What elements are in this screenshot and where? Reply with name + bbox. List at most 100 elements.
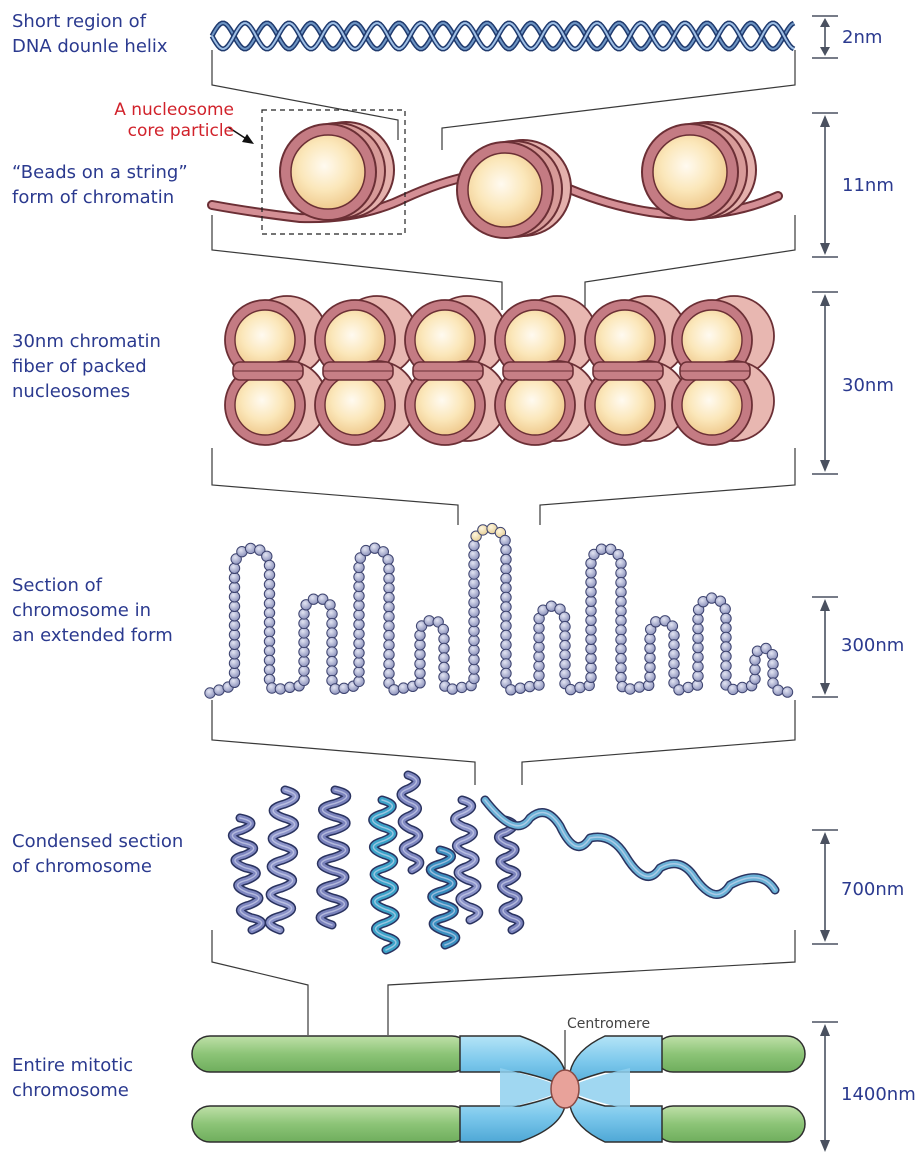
chromatin-bead xyxy=(737,682,747,692)
chromatin-bead xyxy=(616,634,626,644)
chromatid-arm-bottom-right xyxy=(655,1106,805,1142)
chromatin-bead xyxy=(616,663,626,673)
label-extended-chromosome: Section of chromosome in an extended for… xyxy=(12,573,173,648)
chromatin-bead xyxy=(354,619,364,629)
chromatin-bead xyxy=(501,583,511,593)
label-mitotic-chromosome: Entire mitotic chromosome xyxy=(12,1053,133,1103)
label-condensed-chromosome: Condensed section of chromosome xyxy=(12,829,183,879)
chromatin-bead xyxy=(299,618,309,628)
chromatin-bead xyxy=(560,640,570,650)
chromatin-bead xyxy=(327,656,337,666)
chromatin-bead xyxy=(683,682,693,692)
chromatin-bead xyxy=(457,682,467,692)
chromatin-bead xyxy=(767,650,777,660)
histone-core xyxy=(468,153,542,227)
chromatin-bead xyxy=(634,682,644,692)
chromatin-bead xyxy=(645,672,655,682)
chromatin-bead xyxy=(616,568,626,578)
chromatid-arm-bottom-left xyxy=(192,1106,470,1142)
chromatin-bead xyxy=(264,636,274,646)
chromatin-bead xyxy=(229,639,239,649)
chromatin-bead xyxy=(501,630,511,640)
measurement-700nm: 700nm xyxy=(841,879,904,901)
chromatin-bead xyxy=(229,658,239,668)
chromatin-bead xyxy=(439,653,449,663)
chromatin-fiber-30nm xyxy=(225,296,774,445)
chromatin-bead xyxy=(515,683,525,693)
chromatin-bead xyxy=(721,632,731,642)
chromatin-bead xyxy=(586,615,596,625)
chromatin-bead xyxy=(586,663,596,673)
chromatin-bead xyxy=(439,643,449,653)
chromatin-bead xyxy=(325,600,335,610)
fiber-histone-core xyxy=(682,375,742,435)
chromatin-bead xyxy=(560,650,570,660)
chromatin-bead xyxy=(616,644,626,654)
chromatin-bead xyxy=(384,611,394,621)
chromatin-bead xyxy=(693,661,703,671)
chromatin-bead xyxy=(469,645,479,655)
chromatin-bead xyxy=(469,607,479,617)
chromatin-bead xyxy=(469,635,479,645)
chromatin-bead xyxy=(501,592,511,602)
chromatin-bead xyxy=(586,625,596,635)
chromatin-bead xyxy=(586,596,596,606)
condensed-tail-outline xyxy=(485,800,775,894)
chromatin-bead xyxy=(384,621,394,631)
chromatin-bead xyxy=(669,640,679,650)
chromatin-bead xyxy=(586,568,596,578)
chromatin-bead xyxy=(384,649,394,659)
chromatin-bead xyxy=(327,618,337,628)
chromatin-bead xyxy=(534,632,544,642)
histone-core xyxy=(653,135,727,209)
chromatin-bead xyxy=(560,659,570,669)
dimension-bars xyxy=(812,16,838,1152)
chromatid-arm-top-right xyxy=(655,1036,805,1072)
fiber-histone-core xyxy=(325,375,385,435)
chromatin-bead xyxy=(667,621,677,631)
chromatin-bead xyxy=(354,629,364,639)
chromatin-bead xyxy=(501,602,511,612)
chromatin-bead xyxy=(384,630,394,640)
extended-chromosome-section xyxy=(205,523,793,698)
chromatin-bead xyxy=(299,628,309,638)
chromatin-bead xyxy=(354,667,364,677)
fiber-histone-core xyxy=(235,375,295,435)
chromatin-bead xyxy=(534,680,544,690)
chromatin-bead xyxy=(354,600,364,610)
chromatin-bead xyxy=(384,592,394,602)
chromatin-bead xyxy=(616,596,626,606)
chromatin-bead xyxy=(229,573,239,583)
chromatin-bead xyxy=(560,669,570,679)
chromatin-bead xyxy=(586,634,596,644)
chromatin-bead xyxy=(384,583,394,593)
chromatin-bead xyxy=(721,613,731,623)
chromatin-bead xyxy=(625,684,635,694)
chromatin-bead xyxy=(721,661,731,671)
nucleosome-annotation: A nucleosome core particle xyxy=(98,100,234,142)
chromatin-bead xyxy=(768,659,778,669)
chromatin-bead xyxy=(616,606,626,616)
chromatin-bead xyxy=(586,587,596,597)
chromatin-bead xyxy=(229,677,239,687)
chromatin-bead xyxy=(438,624,448,634)
chromatin-bead xyxy=(384,573,394,583)
chromatin-bead xyxy=(616,615,626,625)
chromatin-bead xyxy=(384,640,394,650)
chromatin-bead xyxy=(229,601,239,611)
chromatin-bead xyxy=(469,540,479,550)
centromere-annotation: Centromere xyxy=(567,1016,650,1032)
chromatin-bead xyxy=(384,602,394,612)
highlighted-bead xyxy=(478,525,488,535)
measurement-30nm: 30nm xyxy=(842,375,894,397)
chromatin-bead xyxy=(469,626,479,636)
chromatin-bead xyxy=(384,668,394,678)
measurement-1400nm: 1400nm xyxy=(841,1084,916,1106)
chromatin-bead xyxy=(669,630,679,640)
chromatin-bead xyxy=(645,662,655,672)
chromatid-bottom xyxy=(192,1090,805,1142)
chromatin-bead xyxy=(384,659,394,669)
measurement-2nm: 2nm xyxy=(842,27,882,49)
chromatin-bead xyxy=(693,652,703,662)
chromatin-bead xyxy=(229,649,239,659)
